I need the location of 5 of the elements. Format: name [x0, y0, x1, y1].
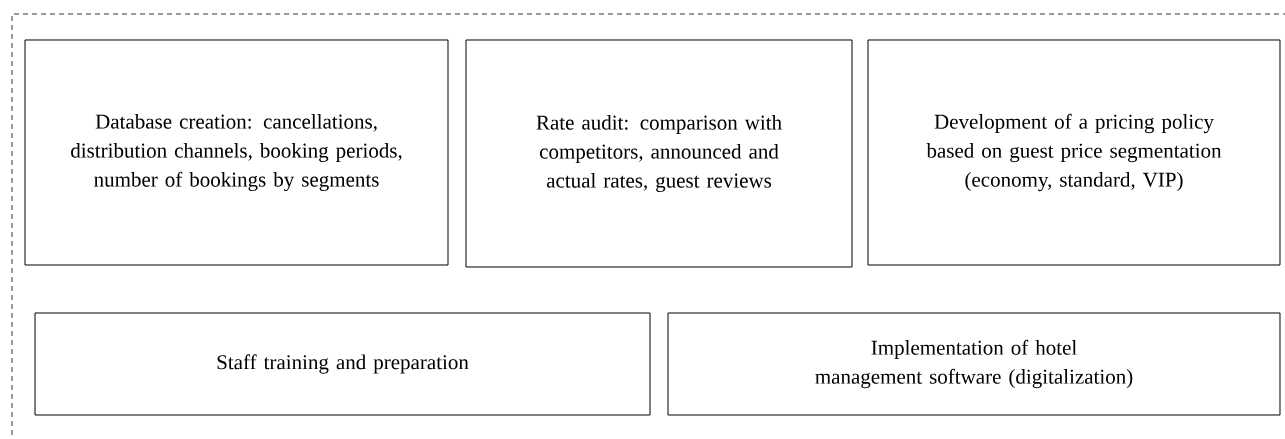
process-box: Development of a pricing policy based on guest price segmentation (economy, standard, VIP) [867, 39, 1281, 266]
process-box: Rate audit: comparison with competitors, announced and actual rates, guest reviews [465, 39, 853, 268]
process-box: Staff training and preparation [34, 312, 651, 416]
process-box: Implementation of hotel management software (digitalization) [667, 312, 1281, 416]
process-box: Database creation: cancellations, distribution channels, booking periods, number of bookings by segments [24, 39, 449, 266]
